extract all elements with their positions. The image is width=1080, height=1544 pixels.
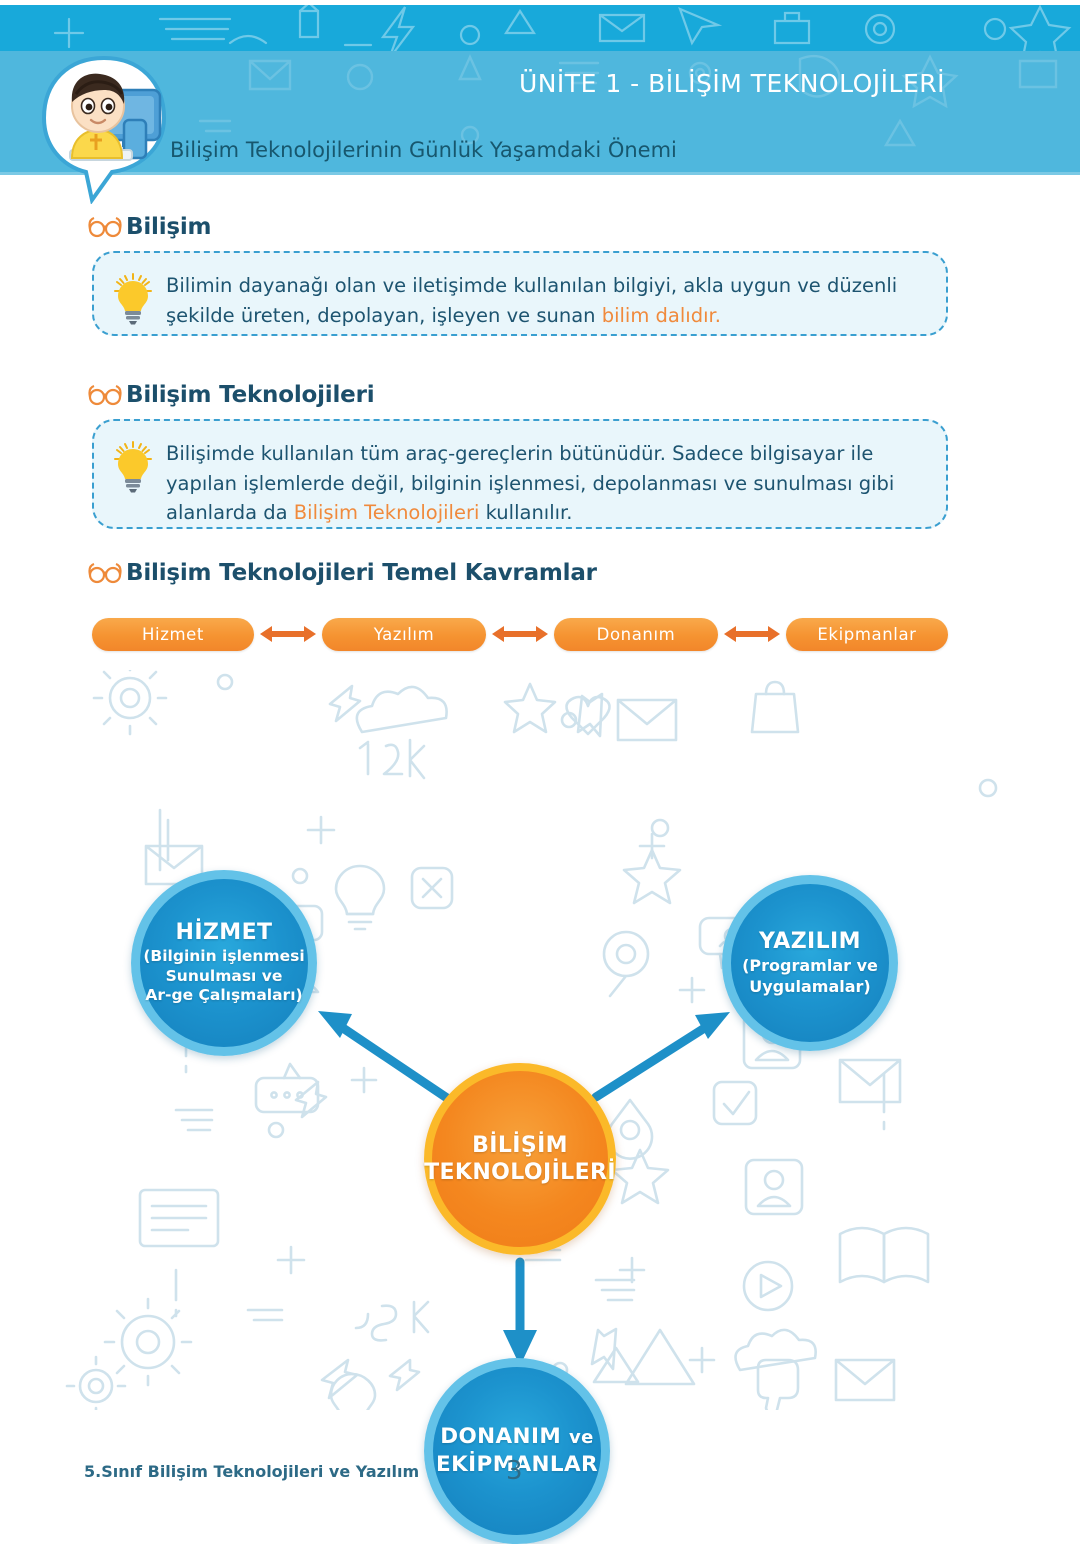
- definition-box-bilisim-teknolojileri: Bilişimde kullanılan tüm araç-gereçlerin…: [92, 419, 948, 529]
- header-top-strip: [0, 5, 1080, 53]
- section-heading-bilisim-teknolojileri: Bilişim Teknolojileri: [88, 382, 375, 408]
- diagram-node-donanim[interactable]: DONANIM ve EKİPMANLAR: [424, 1358, 610, 1544]
- node-title: BİLİŞİM TEKNOLOJİLERİ: [424, 1132, 616, 1187]
- section-heading-text: Bilişim Teknolojileri Temel Kavramlar: [126, 560, 597, 586]
- unit-title: ÜNİTE 1 - BİLİŞİM TEKNOLOJİLERİ: [518, 69, 945, 98]
- node-title-ve: ve: [569, 1427, 594, 1449]
- pill-label: Donanım: [596, 624, 676, 644]
- pill-hizmet[interactable]: Hizmet: [92, 617, 254, 651]
- node-title-line-2: EKİPMANLAR: [435, 1452, 599, 1477]
- node-title-donanim: DONANIM: [440, 1424, 562, 1450]
- section-heading-bilisim: Bilişim: [88, 214, 212, 240]
- pill-yazilim[interactable]: Yazılım: [322, 617, 486, 651]
- footer-book-title: 5.Sınıf Bilişim Teknolojileri ve Yazılım: [84, 1462, 420, 1481]
- concept-diagram: HİZMET (Bilginin işlenmesi Sunulması ve …: [0, 670, 1080, 1544]
- section-heading-text: Bilişim: [126, 214, 212, 240]
- double-arrow-icon: [260, 626, 316, 642]
- header-band-doodle-pattern: [198, 54, 1058, 147]
- node-subtitle: (Bilginin işlenmesi Sunulması ve Ar-ge Ç…: [143, 947, 304, 1006]
- node-title: HİZMET: [175, 920, 273, 946]
- definition-text-plain-2: kullanılır.: [479, 501, 573, 525]
- diagram-connectors: [318, 1011, 730, 1366]
- diagram-node-yazilim[interactable]: YAZILIM (Programlar ve Uygulamalar): [722, 875, 898, 1051]
- node-title: YAZILIM: [759, 929, 861, 955]
- double-arrow-icon: [492, 626, 548, 642]
- node-title-line-1: DONANIM ve: [436, 1423, 598, 1451]
- pill-label: Hizmet: [142, 624, 204, 644]
- lightbulb-icon: [114, 273, 152, 325]
- definition-text-bilisim: Bilimin dayanağı olan ve iletişimde kull…: [166, 271, 920, 330]
- glasses-icon: [88, 216, 122, 238]
- node-title-line: BİLİŞİM: [472, 1132, 568, 1158]
- section-heading-temel-kavramlar: Bilişim Teknolojileri Temel Kavramlar: [88, 560, 597, 586]
- node-title-line: TEKNOLOJİLERİ: [424, 1160, 616, 1185]
- pill-label: Ekipmanlar: [817, 624, 917, 644]
- page-footer: 5.Sınıf Bilişim Teknolojileri ve Yazılım…: [0, 1456, 1080, 1502]
- node-subtitle-line: Sunulması ve: [165, 966, 283, 985]
- node-subtitle: (Programlar ve Uygulamalar): [742, 956, 878, 996]
- diagram-node-hizmet[interactable]: HİZMET (Bilginin işlenmesi Sunulması ve …: [131, 870, 317, 1056]
- glasses-icon: [88, 562, 122, 584]
- pill-ekipmanlar[interactable]: Ekipmanlar: [786, 617, 948, 651]
- footer-page-number: 3: [506, 1456, 523, 1486]
- concept-pill-row: Hizmet Yazılım Donanım Ekipmanlar: [92, 616, 948, 652]
- boy-with-computer-mascot: [41, 55, 167, 204]
- section-heading-text: Bilişim Teknolojileri: [126, 382, 375, 408]
- node-subtitle-line: (Bilginin işlenmesi: [143, 947, 305, 966]
- definition-text-plain: Bilimin dayanağı olan ve iletişimde kull…: [166, 274, 898, 327]
- glasses-icon: [88, 384, 122, 406]
- node-title: DONANIM ve EKİPMANLAR: [436, 1423, 598, 1479]
- header-doodle-pattern: [53, 5, 1072, 53]
- header-subtitle: Bilişim Teknolojilerinin Günlük Yaşamdak…: [170, 138, 677, 162]
- definition-text-plain: Bilişimde kullanılan tüm araç-gereçlerin…: [166, 442, 895, 525]
- definition-text-bilisim-teknolojileri: Bilişimde kullanılan tüm araç-gereçlerin…: [166, 439, 920, 528]
- page-header: ÜNİTE 1 - BİLİŞİM TEKNOLOJİLERİ Bilişim …: [0, 0, 1080, 204]
- definition-text-highlight: Bilişim Teknolojileri: [293, 501, 480, 525]
- double-arrow-icon: [724, 626, 780, 642]
- node-subtitle-line: Uygulamalar): [749, 976, 871, 996]
- pill-label: Yazılım: [373, 624, 435, 644]
- header-title-band: [0, 51, 1080, 175]
- lightbulb-icon: [114, 441, 152, 493]
- definition-box-bilisim: Bilimin dayanağı olan ve iletişimde kull…: [92, 251, 948, 336]
- definition-text-highlight: bilim dalıdır.: [601, 303, 721, 327]
- node-subtitle-line: Ar-ge Çalışmaları): [145, 986, 303, 1005]
- diagram-node-center[interactable]: BİLİŞİM TEKNOLOJİLERİ: [424, 1063, 616, 1255]
- node-subtitle-line: (Programlar ve: [742, 956, 878, 976]
- pill-donanim[interactable]: Donanım: [554, 617, 718, 651]
